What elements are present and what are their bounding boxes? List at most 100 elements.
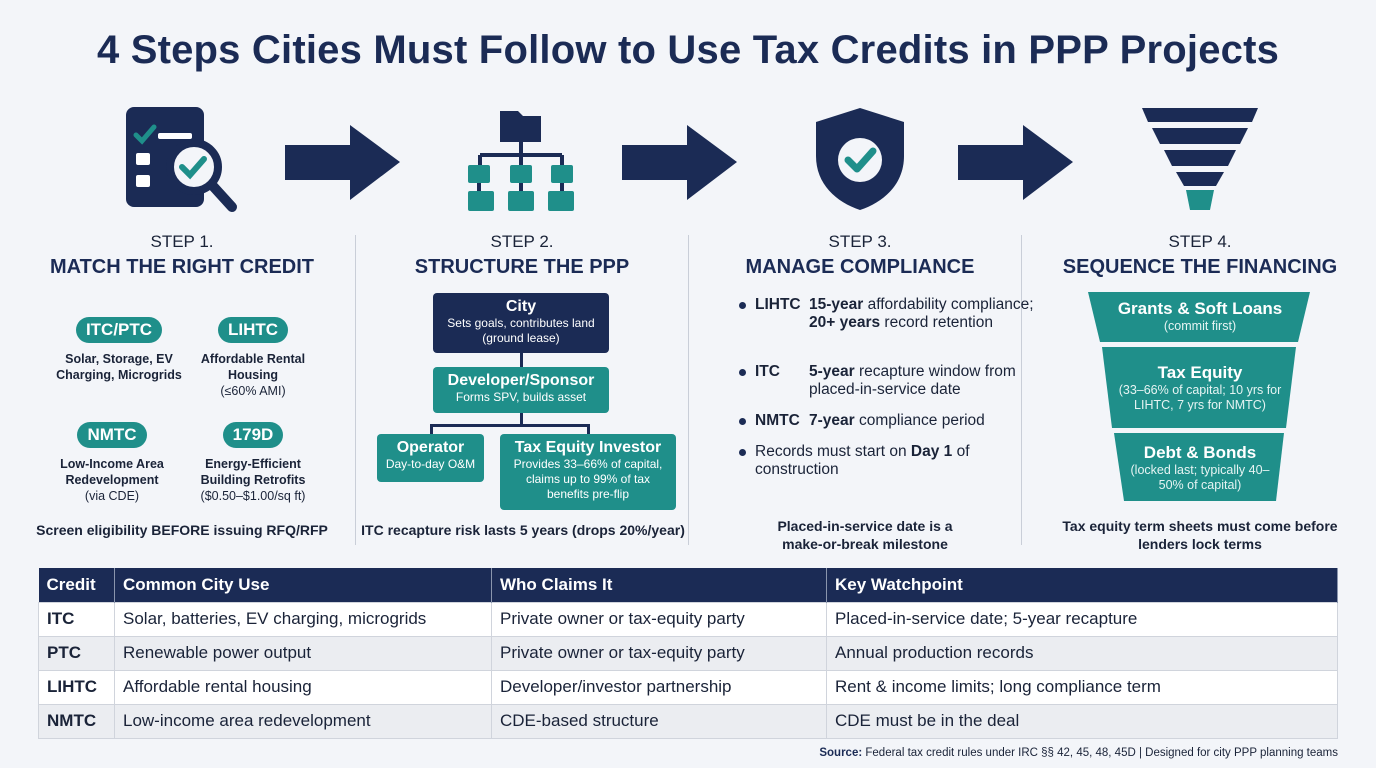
org-box-tax-equity-investor: Tax Equity Investor Provides 33–66% of c…: [500, 434, 676, 510]
credit-itc-ptc: ITC/PTC Solar, Storage, EV Charging, Mic…: [49, 317, 189, 383]
table-cell: Private owner or tax-equity party: [491, 601, 827, 637]
table-cell: NMTC: [38, 703, 115, 739]
step-number: STEP 2.: [490, 232, 554, 251]
connector-line: [520, 413, 523, 425]
credit-nmtc: NMTC Low-Income Area Redevelopment (via …: [42, 422, 182, 504]
source-note: Source: Federal tax credit rules under I…: [819, 747, 1338, 759]
table-cell: Affordable rental housing: [114, 669, 492, 705]
org-box-title: City: [505, 298, 537, 315]
table-cell: Annual production records: [826, 635, 1338, 671]
org-box-subtext: Provides 33–66% of capital, claims up to…: [513, 457, 663, 501]
funnel-segment-subtext: (commit first): [1163, 319, 1237, 333]
step-3-header: STEP 3. MANAGE COMPLIANCE: [700, 232, 1020, 279]
shield-check-icon: [816, 108, 904, 210]
step-3-note: Placed-in-service date is a make-or-brea…: [777, 518, 953, 552]
credit-description: Solar, Storage, EV Charging, Microgrids: [56, 352, 182, 382]
step-1-note: Screen eligibility BEFORE issuing RFQ/RF…: [36, 522, 328, 538]
column-divider: [355, 235, 356, 545]
column-divider: [1021, 235, 1022, 545]
org-box-title: Tax Equity Investor: [514, 439, 662, 456]
funnel-segment-subtext: (locked last; typically 40–50% of capita…: [1130, 463, 1270, 492]
funnel-segment-subtext: (33–66% of capital; 10 yrs for LIHTC, 7 …: [1118, 383, 1282, 412]
table-cell: Solar, batteries, EV charging, microgrid…: [114, 601, 492, 637]
funnel-segment-debt: Debt & Bonds (locked last; typically 40–…: [1130, 443, 1270, 493]
page-title: 4 Steps Cities Must Follow to Use Tax Cr…: [96, 28, 1280, 72]
compliance-code: LIHTC: [755, 296, 801, 313]
funnel-segment-title: Grants & Soft Loans: [1117, 299, 1283, 318]
step-2-note: ITC recapture risk lasts 5 years (drops …: [361, 522, 685, 538]
compliance-text: 7-year compliance period: [809, 412, 985, 429]
funnel-icon: [1142, 108, 1258, 210]
table-cell: Renewable power output: [114, 635, 492, 671]
step-name: SEQUENCE THE FINANCING: [1062, 256, 1338, 278]
step-number: STEP 3.: [828, 232, 892, 251]
credit-description: Affordable Rental Housing: [200, 352, 306, 382]
org-box-city: City Sets goals, contributes land (groun…: [433, 293, 609, 353]
connector-line: [430, 424, 433, 434]
step-2-header: STEP 2. STRUCTURE THE PPP: [362, 232, 682, 279]
org-box-operator: Operator Day-to-day O&M: [377, 434, 484, 482]
connector-line: [430, 424, 590, 427]
credit-pill: ITC/PTC: [75, 317, 163, 343]
arrow-right-icon: [285, 125, 400, 200]
org-box-subtext: Forms SPV, builds asset: [455, 390, 587, 404]
table-cell: LIHTC: [38, 669, 115, 705]
arrow-right-icon: [622, 125, 737, 200]
table-row: LIHTC Affordable rental housing Develope…: [38, 669, 1338, 705]
table-row: PTC Renewable power output Private owner…: [38, 635, 1338, 671]
step-number: STEP 1.: [150, 232, 214, 251]
table-cell: CDE must be in the deal: [826, 703, 1338, 739]
table-cell: Placed-in-service date; 5-year recapture: [826, 601, 1338, 637]
credit-pill: 179D: [222, 422, 284, 448]
funnel-segment-title: Debt & Bonds: [1143, 443, 1257, 462]
table-header-row: Credit Common City Use Who Claims It Key…: [38, 568, 1338, 602]
table-cell: Rent & income limits; long compliance te…: [826, 669, 1338, 705]
funnel-segment-tax-equity: Tax Equity (33–66% of capital; 10 yrs fo…: [1118, 363, 1282, 413]
table-header-watchpoint: Key Watchpoint: [826, 568, 1338, 602]
table-header-claims: Who Claims It: [491, 568, 827, 602]
financing-funnel: [1088, 292, 1310, 501]
org-box-subtext: Day-to-day O&M: [385, 457, 476, 471]
connector-line: [587, 424, 590, 434]
credit-description: Low-Income Area Redevelopment: [60, 457, 164, 487]
credit-description: Energy-Efficient Building Retrofits: [200, 457, 306, 487]
checklist-magnifier-icon: [126, 107, 237, 212]
step-4-note: Tax equity term sheets must come before …: [1062, 518, 1338, 552]
org-box-developer: Developer/Sponsor Forms SPV, builds asse…: [433, 367, 609, 413]
credit-pill: NMTC: [77, 422, 147, 448]
compliance-text: Records must start on Day 1 of construct…: [755, 443, 970, 478]
table-row: ITC Solar, batteries, EV charging, micro…: [38, 601, 1338, 637]
column-divider: [688, 235, 689, 545]
table-cell: Private owner or tax-equity party: [491, 635, 827, 671]
org-box-title: Developer/Sponsor: [447, 372, 595, 389]
compliance-item-records: Records must start on Day 1 of construct…: [739, 443, 1045, 479]
compliance-code: ITC: [755, 363, 780, 380]
bullet-icon: [739, 369, 746, 376]
bullet-icon: [739, 418, 746, 425]
credit-subtext: (≤60% AMI): [220, 384, 286, 398]
step-4-header: STEP 4. SEQUENCE THE FINANCING: [1040, 232, 1360, 279]
credit-comparison-table: Credit Common City Use Who Claims It Key…: [38, 568, 1338, 739]
bullet-icon: [739, 302, 746, 309]
credit-subtext: ($0.50–$1.00/sq ft): [200, 489, 306, 503]
compliance-text: 15-year affordability compliance; 20+ ye…: [809, 296, 1034, 331]
step-name: MATCH THE RIGHT CREDIT: [49, 256, 315, 278]
table-header-use: Common City Use: [114, 568, 492, 602]
bullet-icon: [739, 449, 746, 456]
table-row: NMTC Low-income area redevelopment CDE-b…: [38, 703, 1338, 739]
credit-subtext: (via CDE): [84, 489, 140, 503]
org-chart-icon: [468, 111, 574, 211]
arrow-right-icon: [958, 125, 1073, 200]
compliance-item-lihtc: LIHTC 15-year affordability compliance; …: [739, 296, 1045, 350]
table-cell: Developer/investor partnership: [491, 669, 827, 705]
connector-line: [520, 353, 523, 367]
compliance-code: NMTC: [755, 412, 800, 429]
table-cell: Low-income area redevelopment: [114, 703, 492, 739]
org-box-subtext: Sets goals, contributes land (ground lea…: [447, 316, 595, 345]
credit-179d: 179D Energy-Efficient Building Retrofits…: [183, 422, 323, 504]
table-cell: PTC: [38, 635, 115, 671]
credit-pill: LIHTC: [217, 317, 289, 343]
compliance-text: 5-year recapture window from placed-in-s…: [809, 363, 1016, 398]
step-number: STEP 4.: [1168, 232, 1232, 251]
funnel-segment-grants: Grants & Soft Loans (commit first): [1100, 299, 1300, 334]
